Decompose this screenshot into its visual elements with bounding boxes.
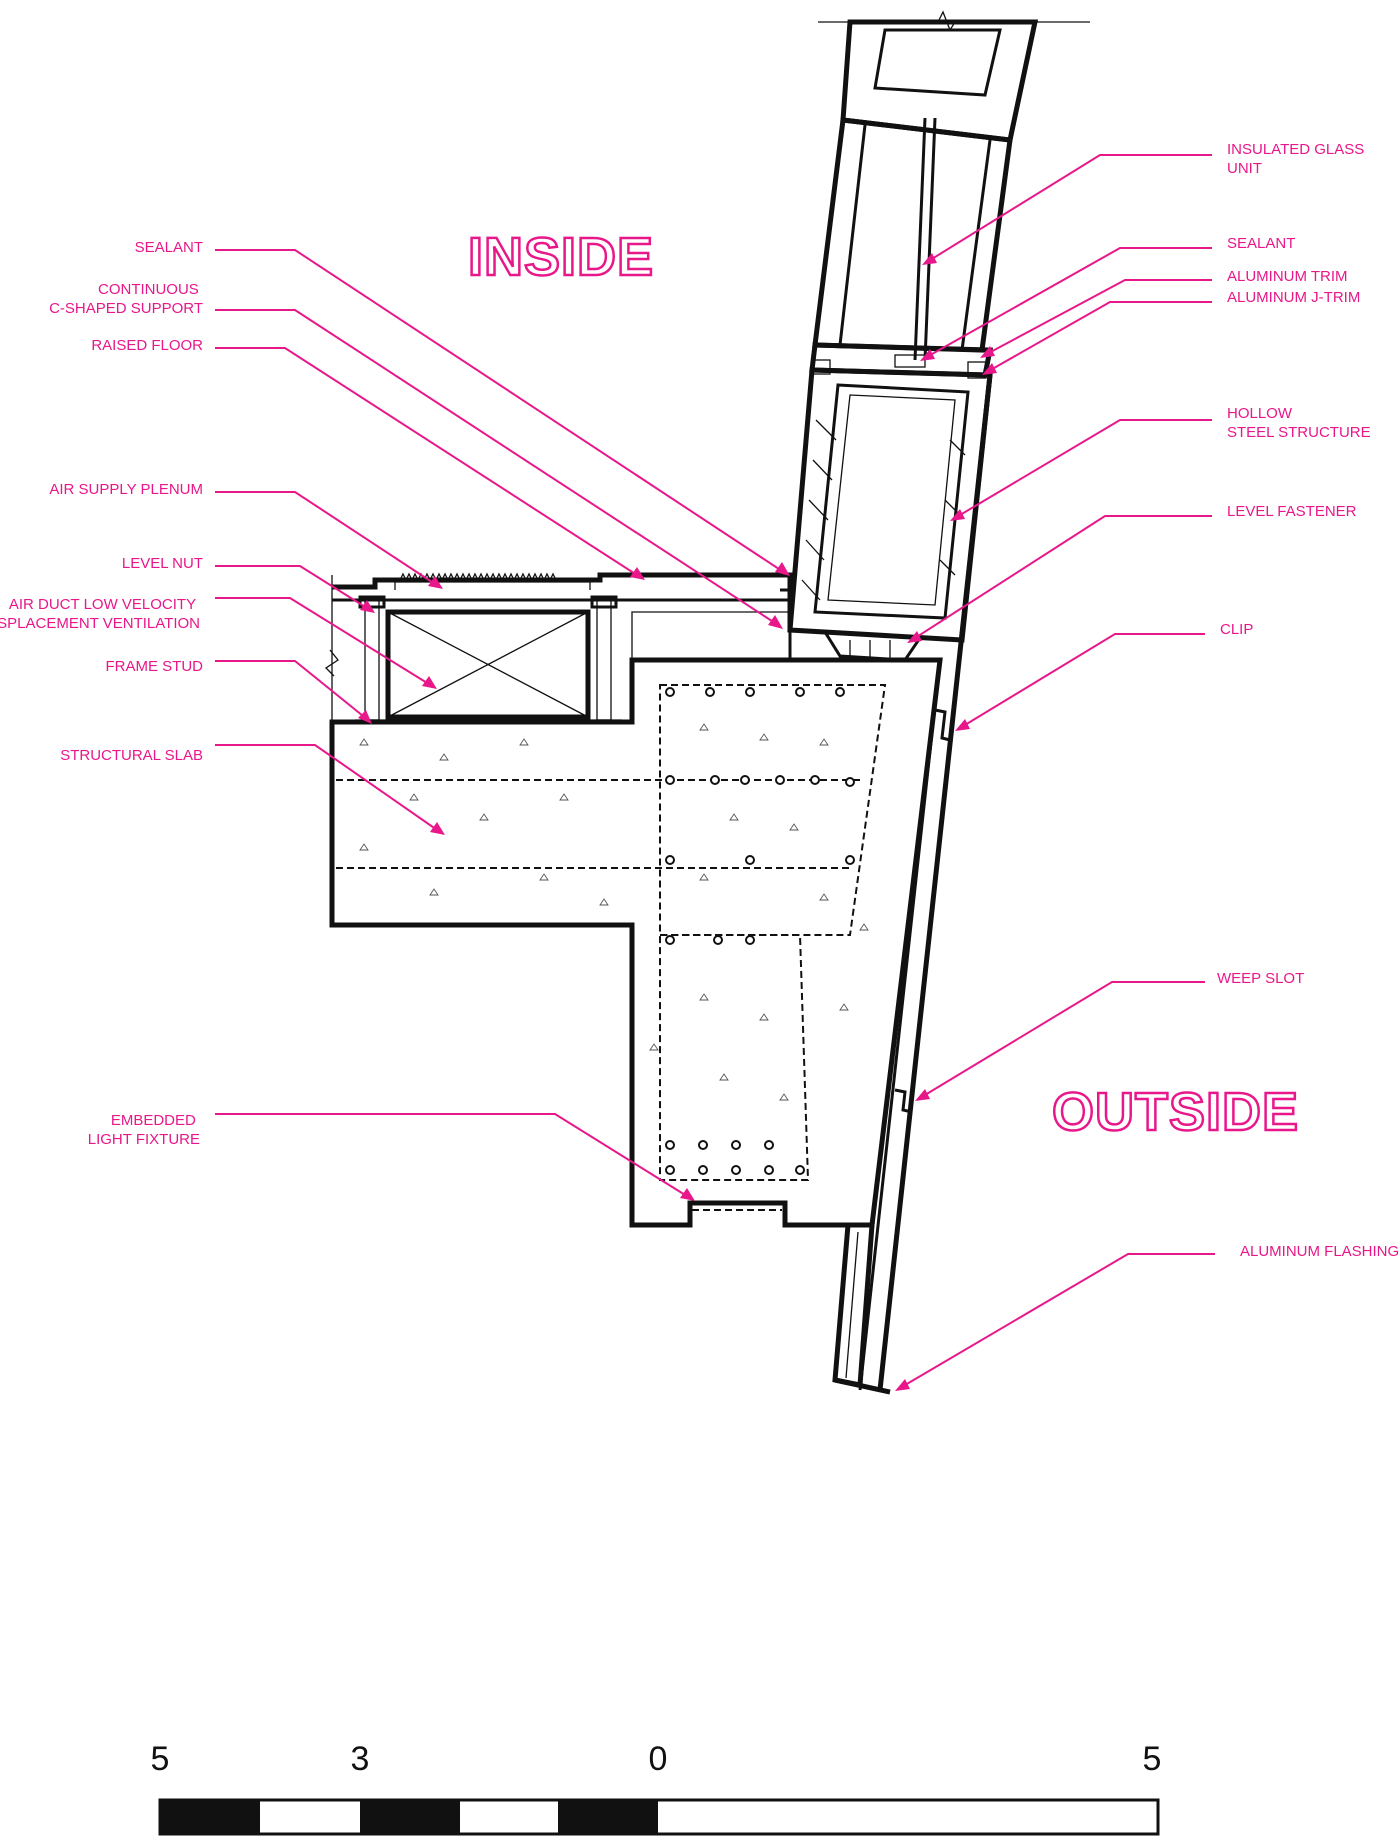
callout-al-trim: ALUMINUM TRIM	[1227, 268, 1348, 285]
svg-text:AIR DUCT LOW VELOCITY DI: AIR DUCT LOW VELOCITY DISPLACEMENT VENTI…	[0, 596, 200, 632]
callout-sealant-right: SEALANT	[1227, 235, 1295, 252]
svg-text:INSULATED GLASS UNIT: INSULATED GLASS UNIT	[1227, 141, 1368, 177]
svg-text:FRAME STUD: FRAME STUD	[106, 658, 204, 675]
callout-raised-floor: RAISED FLOOR	[91, 337, 203, 354]
scale-label-5-right: 5	[1143, 1740, 1162, 1778]
svg-text:AIR SUPPLY PLENUM: AIR SUPPLY PLENUM	[49, 481, 203, 498]
svg-text:HOLLOW STEEL STRUCTURE: HOLLOW STEEL STRUCTURE	[1227, 405, 1371, 441]
callout-hss-line1: HOLLOW	[1227, 405, 1293, 422]
callout-air-duct-line2: DISPLACEMENT VENTILATION	[0, 615, 200, 632]
svg-text:STRUCTURAL SLAB: STRUCTURAL SLAB	[60, 747, 203, 764]
callout-igu-line1: INSULATED GLASS	[1227, 141, 1364, 158]
scale-label-3: 3	[351, 1740, 370, 1778]
callout-light-line2: LIGHT FIXTURE	[88, 1131, 200, 1148]
callout-igu-line2: UNIT	[1227, 160, 1262, 177]
callout-weep: WEEP SLOT	[1217, 970, 1304, 987]
cladding-and-flashing	[832, 374, 993, 1395]
svg-text:LEVEL NUT: LEVEL NUT	[122, 555, 203, 572]
callout-sealant: SEALANT	[135, 239, 203, 256]
callout-level-nut: LEVEL NUT	[122, 555, 203, 572]
svg-text:WEEP SLOT: WEEP SLOT	[1217, 970, 1304, 987]
scale-bar: 5 3 0 5	[151, 1740, 1162, 1836]
callout-fastener: LEVEL FASTENER	[1227, 503, 1357, 520]
svg-text:ALUMINUM TRIM: ALUMINUM TRIM	[1227, 268, 1348, 285]
callout-flashing: ALUMINUM FLASHING	[1240, 1243, 1399, 1260]
svg-text:SEALANT: SEALANT	[1227, 235, 1295, 252]
callout-plenum: AIR SUPPLY PLENUM	[49, 481, 203, 498]
callout-j-trim: ALUMINUM J-TRIM	[1227, 289, 1360, 306]
callout-clip: CLIP	[1220, 621, 1253, 638]
svg-text:RAISED FLOOR: RAISED FLOOR	[91, 337, 203, 354]
svg-text:SEALANT: SEALANT	[135, 239, 203, 256]
outside-label: OUTSIDE	[1052, 1082, 1299, 1142]
callouts-left: SEALANT CONTINUOUS C-SHAPED SUPPORT RAIS…	[0, 239, 790, 1201]
svg-text:CLIP: CLIP	[1220, 621, 1253, 638]
svg-text:CONTINUOUS C-SHAPED SUPP: CONTINUOUS C-SHAPED SUPPORT	[49, 281, 203, 317]
callout-air-duct-line1: AIR DUCT LOW VELOCITY	[9, 596, 196, 613]
inside-label: INSIDE	[468, 227, 654, 287]
callout-slab: STRUCTURAL SLAB	[60, 747, 203, 764]
raised-floor-system	[324, 572, 793, 721]
callouts-right: INSULATED GLASS UNIT SEALANT ALUMINUM TR…	[895, 141, 1399, 1391]
structural-slab	[329, 657, 943, 1228]
svg-text:ALUMINUM J-TRIM: ALUMINUM J-TRIM	[1227, 289, 1360, 306]
callout-c-support-line1: CONTINUOUS	[98, 281, 199, 298]
svg-text:EMBEDDED LIGHT FIXTURE: EMBEDDED LIGHT FIXTURE	[88, 1112, 200, 1148]
scale-label-5-left: 5	[151, 1740, 170, 1778]
svg-text:ALUMINUM FLASHING: ALUMINUM FLASHING	[1240, 1243, 1399, 1260]
callout-frame-stud: FRAME STUD	[106, 658, 204, 675]
callout-c-support-line2: C-SHAPED SUPPORT	[49, 300, 203, 317]
svg-text:LEVEL FASTENER: LEVEL FASTENER	[1227, 503, 1357, 520]
callout-hss-line2: STEEL STRUCTURE	[1227, 424, 1371, 441]
callout-light-line1: EMBEDDED	[111, 1112, 196, 1129]
upper-glazing	[809, 19, 1039, 378]
hollow-steel-structure	[787, 359, 993, 643]
scale-label-0: 0	[649, 1740, 668, 1778]
